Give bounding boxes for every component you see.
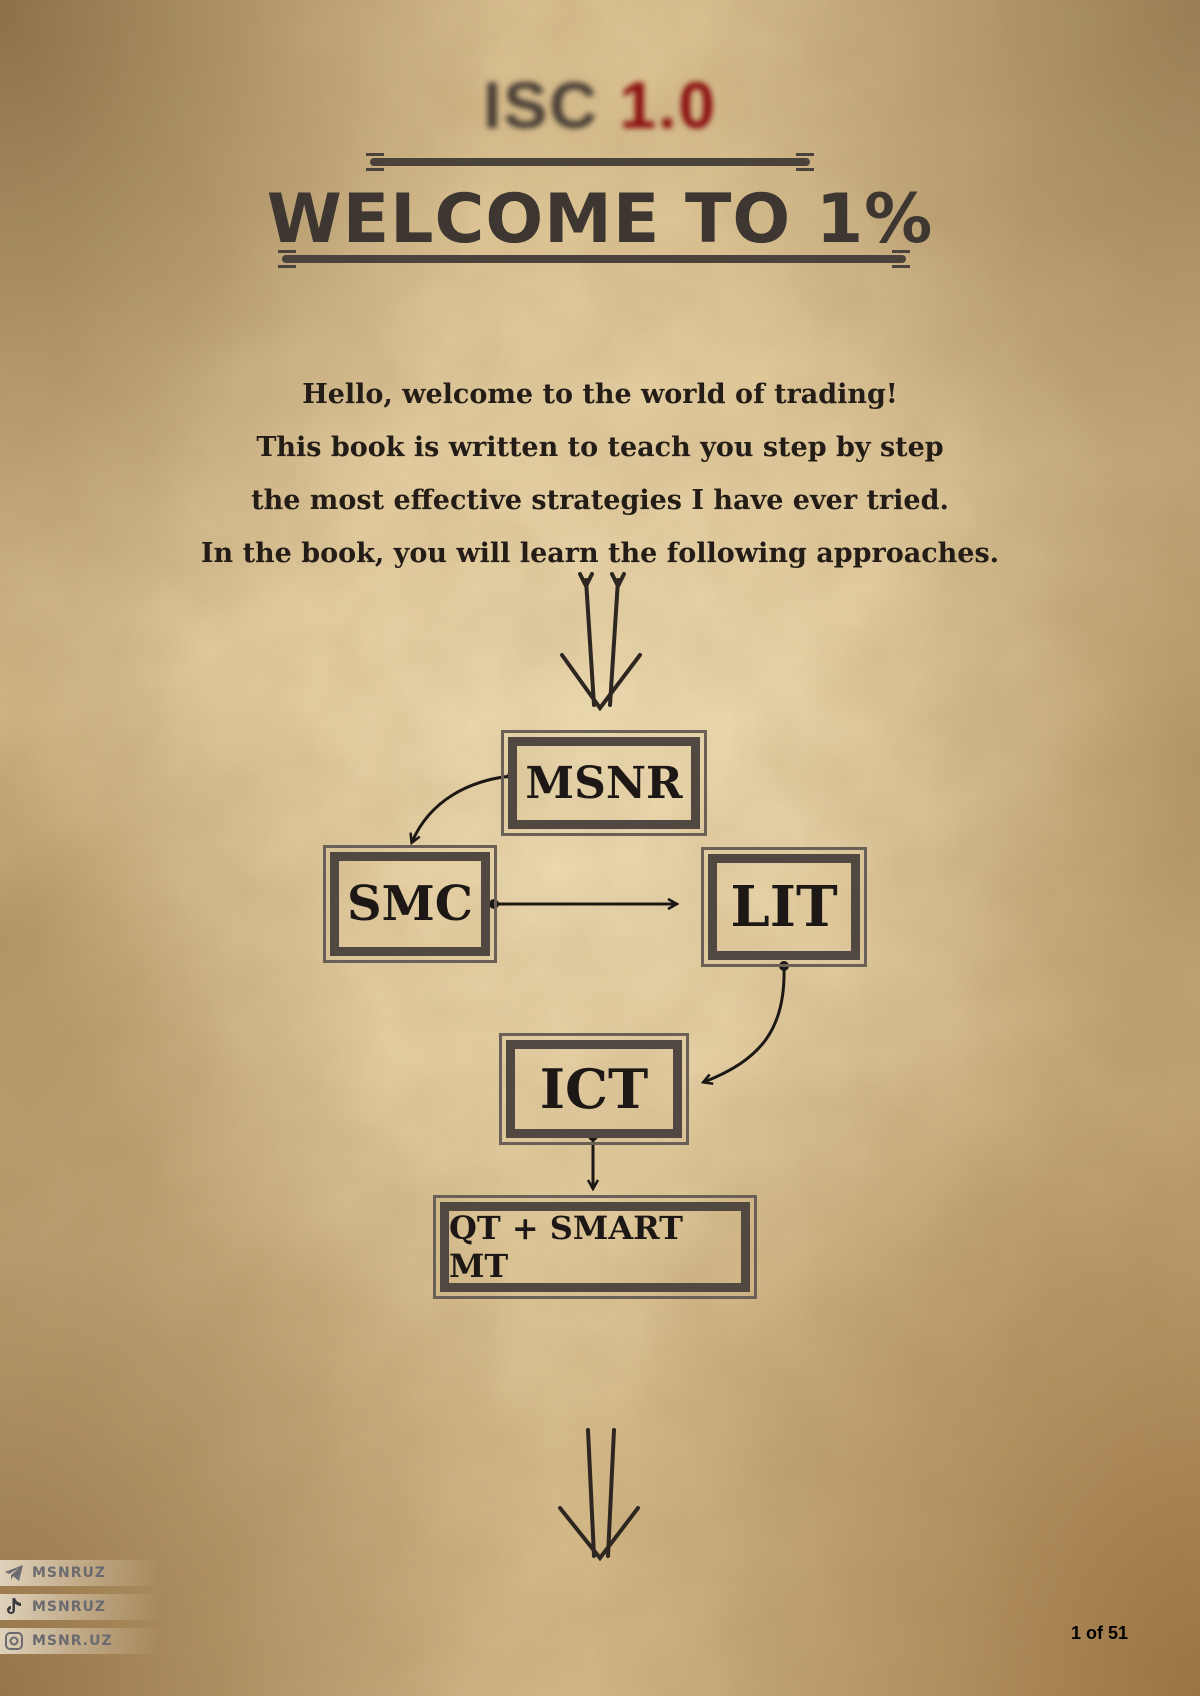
node-qt-smart-mt: QT + SMART MT [433, 1195, 757, 1299]
node-lit: LIT [701, 847, 867, 967]
node-label: QT + SMART MT [449, 1209, 683, 1285]
node-msnr: MSNR [501, 730, 707, 836]
double-down-arrow-icon [558, 1428, 640, 1562]
book-logo: ISC 1.0 [0, 70, 1200, 140]
node-label: MSNR [525, 757, 683, 809]
intro-paragraph: Hello, welcome to the world of trading! … [0, 368, 1200, 580]
node-label: SMC [347, 876, 473, 932]
page-indicator: 1 of 51 [1070, 1623, 1128, 1643]
social-label: MSNR.UZ [32, 1633, 113, 1649]
intro-line: In the book, you will learn the followin… [200, 538, 1000, 569]
social-instagram[interactable]: MSNR.UZ [0, 1628, 160, 1654]
connector-dot [779, 961, 789, 971]
title-rule-bottom [278, 250, 910, 268]
intro-line: the most effective strategies I have eve… [251, 485, 949, 516]
page-title: WELCOME TO 1% [266, 180, 934, 259]
social-label: MSNRUZ [32, 1565, 107, 1581]
double-down-arrow-icon [560, 572, 642, 712]
title-rule-top [366, 153, 814, 171]
logo-version: 1.0 [619, 68, 718, 142]
node-label: ICT [539, 1057, 649, 1121]
intro-line: Hello, welcome to the world of trading! [302, 379, 898, 410]
social-tiktok[interactable]: MSNRUZ [0, 1594, 160, 1620]
lit-to-ict-arrow [704, 965, 786, 1082]
connector-dot [489, 899, 499, 909]
node-smc: SMC [323, 845, 497, 963]
social-telegram[interactable]: MSNRUZ [0, 1560, 160, 1586]
tiktok-icon [4, 1597, 24, 1617]
instagram-icon [4, 1631, 24, 1651]
msnr-to-smc-arrow [412, 774, 513, 842]
social-label: MSNRUZ [32, 1599, 107, 1615]
logo-text: ISC [482, 68, 599, 142]
intro-line: This book is written to teach you step b… [256, 432, 944, 463]
telegram-icon [4, 1563, 24, 1583]
node-ict: ICT [499, 1033, 689, 1145]
node-label: LIT [730, 874, 838, 940]
